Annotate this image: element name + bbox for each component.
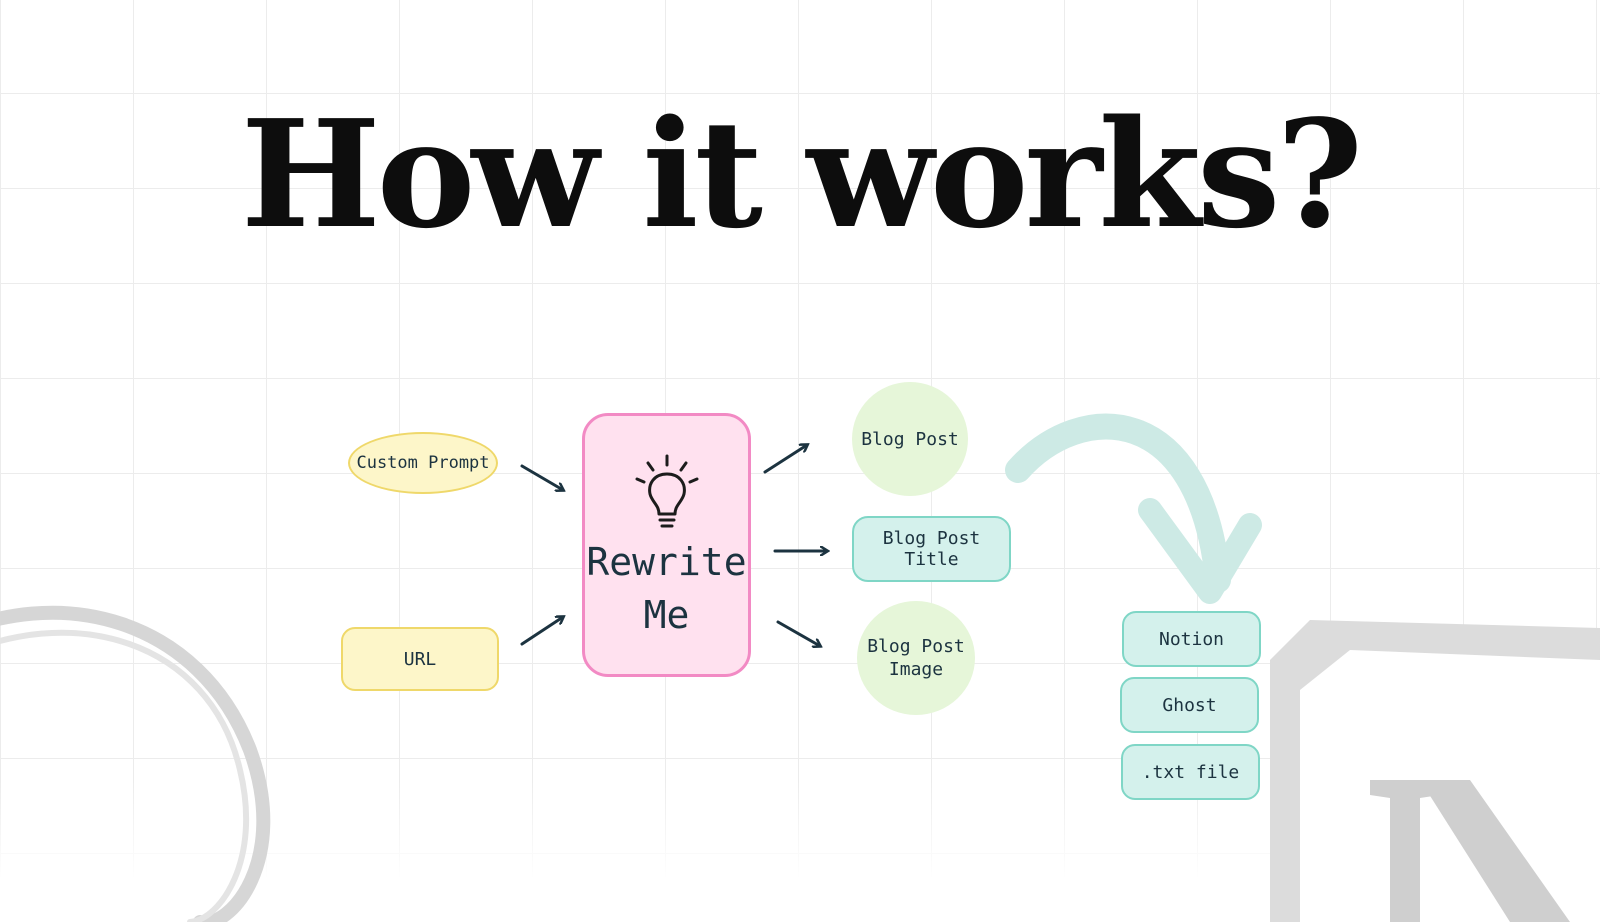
- blog-post-title-node: Blog Post Title: [852, 516, 1011, 582]
- blog-post-image-node: Blog Post Image: [857, 601, 975, 715]
- rewrite-me-node: Rewrite Me: [582, 413, 751, 677]
- arrow-core-to-blog-post: [763, 445, 807, 474]
- txt-file-label: .txt file: [1141, 761, 1240, 783]
- lightbulb-icon: [635, 454, 698, 528]
- ghost-node: Ghost: [1120, 677, 1259, 733]
- custom-prompt-label: Custom Prompt: [356, 453, 490, 473]
- notion-label: Notion: [1158, 628, 1225, 650]
- txt-file-node: .txt file: [1121, 744, 1260, 800]
- custom-prompt-node: Custom Prompt: [348, 432, 498, 494]
- page-title: How it works?: [240, 87, 1363, 261]
- curved-arrow-to-destinations: [1005, 413, 1231, 593]
- rewrite-me-line1: Rewrite: [586, 540, 747, 584]
- url-label: URL: [403, 648, 437, 670]
- url-node: URL: [341, 627, 499, 691]
- notion-node: Notion: [1122, 611, 1261, 667]
- rewrite-me-line2: Me: [643, 593, 690, 638]
- blog-post-label: Blog Post: [861, 428, 959, 450]
- blog-post-image-label-line2: Image: [888, 659, 944, 680]
- curved-arrow-head: [1138, 498, 1262, 604]
- blog-post-title-label: Blog Post Title: [882, 528, 981, 570]
- blog-post-image-label-line1: Blog Post: [867, 635, 965, 657]
- notion-logo-icon: [1270, 620, 1600, 922]
- arrow-core-to-blog-post-image: [776, 620, 820, 646]
- arrow-custom-prompt-to-core: [520, 464, 563, 490]
- arrow-url-to-core: [520, 617, 563, 646]
- decorative-circle-scribble: [0, 605, 271, 922]
- ghost-label: Ghost: [1162, 694, 1217, 716]
- blog-post-node: Blog Post: [852, 382, 968, 496]
